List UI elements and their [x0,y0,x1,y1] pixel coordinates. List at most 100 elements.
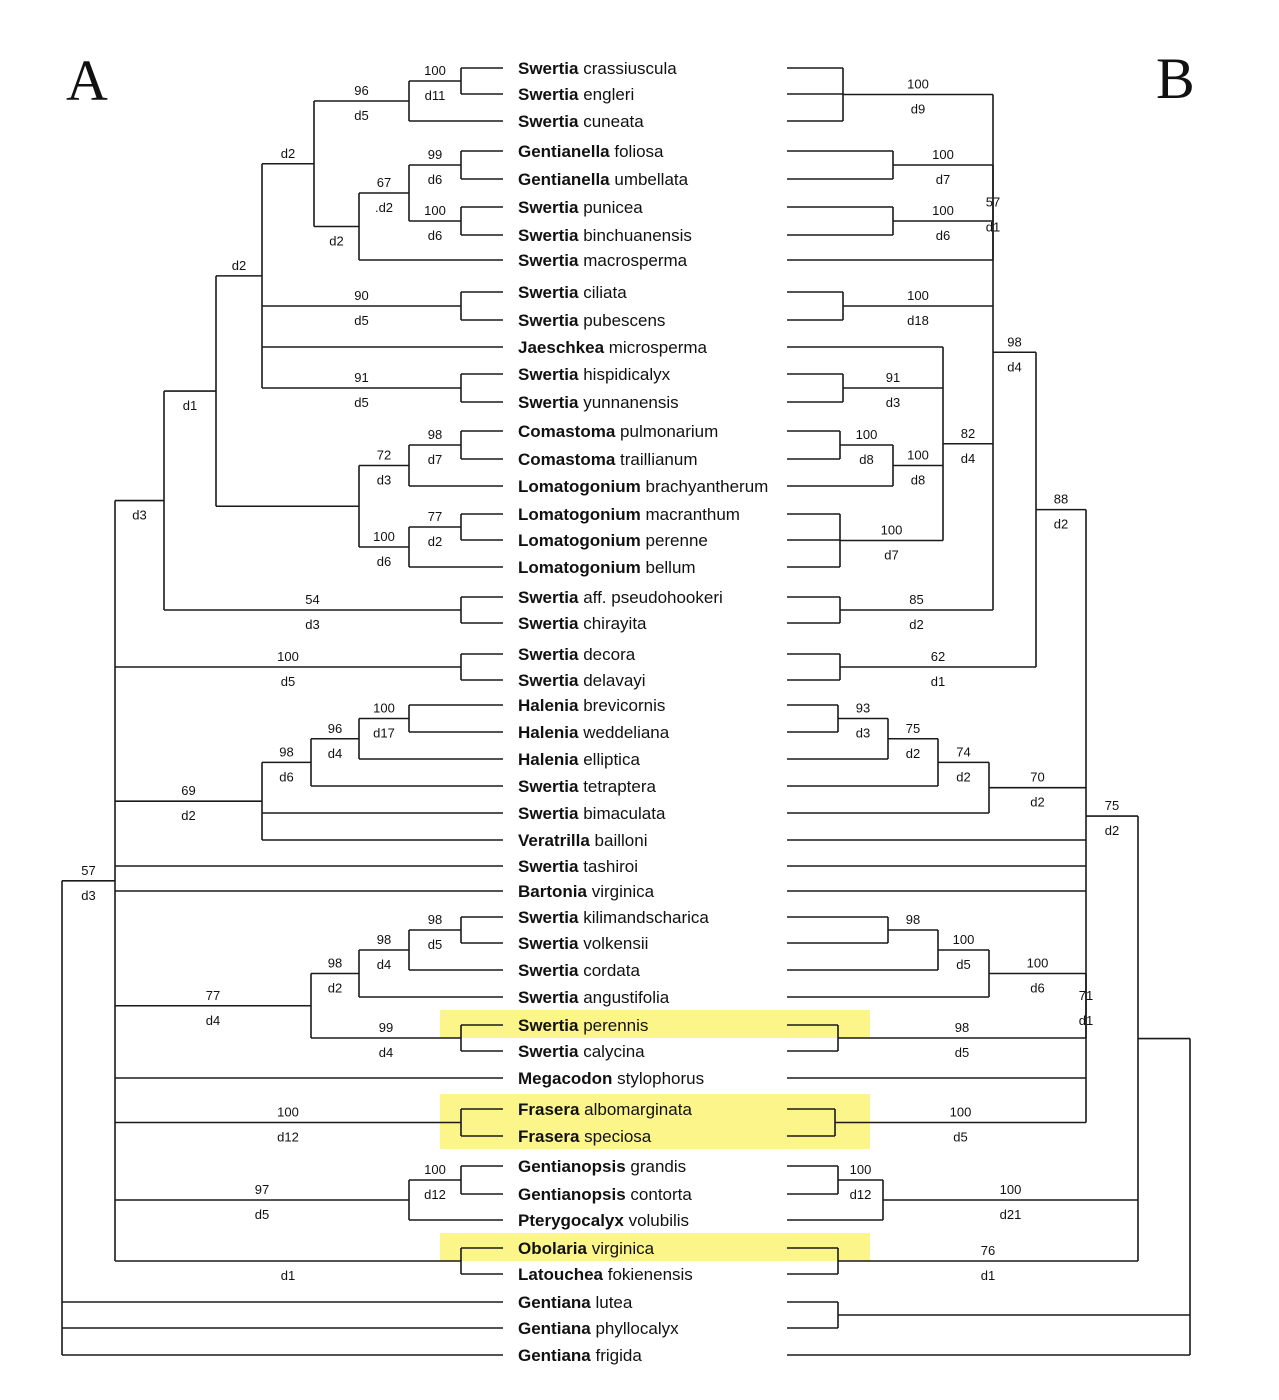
decay-index: d4 [1007,359,1021,374]
decay-index: d11 [425,88,446,103]
decay-index: d2 [909,617,923,632]
taxon-species: kilimandscharica [578,908,709,927]
taxon-species: decora [578,645,635,664]
taxon-species: elliptica [578,750,640,769]
support-value: 100 [907,448,929,463]
taxon-species: phyllocalyx [591,1319,679,1338]
taxon-species: umbellata [610,170,689,189]
taxon-genus: Halenia [518,750,579,769]
taxon-genus: Gentiana [518,1319,591,1338]
taxon-genus: Gentiana [518,1346,591,1365]
taxon-label: Swertia decora [518,645,636,664]
taxon-genus: Bartonia [518,882,588,901]
taxon-species: volkensii [578,934,648,953]
taxon-label: Swertia tetraptera [518,777,657,796]
taxon-species: binchuanensis [578,226,691,245]
taxon-genus: Lomatogonium [518,531,641,550]
decay-index: d5 [255,1207,269,1222]
decay-index: d5 [953,1130,967,1145]
support-value: 62 [931,649,945,664]
taxon-label: Gentiana phyllocalyx [518,1319,679,1338]
decay-index: d2 [906,746,920,761]
taxon-label: Gentianopsis contorta [518,1185,692,1204]
taxon-genus: Swertia [518,804,579,823]
decay-index: d3 [132,508,146,523]
taxon-species: stylophorus [612,1069,704,1088]
support-value: 88 [1054,492,1068,507]
taxon-species: volubilis [624,1211,689,1230]
taxon-genus: Swertia [518,857,579,876]
taxon-label: Swertia engleri [518,85,634,104]
taxon-label: Lomatogonium perenne [518,531,708,550]
decay-index: d5 [354,108,368,123]
decay-index: d4 [377,957,391,972]
taxon-genus: Swertia [518,393,579,412]
taxon-genus: Swertia [518,614,579,633]
decay-index: d7 [428,452,442,467]
taxon-label: Comastoma pulmonarium [518,422,718,441]
taxon-species: yunnanensis [578,393,678,412]
decay-index: d18 [907,313,929,328]
decay-index: d2 [956,769,970,784]
taxon-genus: Gentianopsis [518,1157,626,1176]
support-value: 57 [81,863,95,878]
decay-index: d4 [379,1045,393,1060]
decay-index: d17 [373,726,395,741]
support-value: 100 [953,932,975,947]
support-value: 75 [906,721,920,736]
taxon-genus: Swertia [518,198,579,217]
taxon-label: Swertia macrosperma [518,251,688,270]
taxon-label: Swertia kilimandscharica [518,908,709,927]
taxon-genus: Lomatogonium [518,558,641,577]
taxon-genus: Comastoma [518,422,616,441]
decay-index: d1 [1079,1013,1093,1028]
support-labels: 57d3d3d1d2d296d5100d11d267.d299d6100d690… [81,63,1119,1283]
support-value: 98 [377,932,391,947]
support-value: 71 [1079,988,1093,1003]
taxon-label: Swertia binchuanensis [518,226,692,245]
support-value: 100 [907,77,929,92]
support-value: 100 [881,523,903,538]
decay-index: d6 [428,172,442,187]
taxon-label: Jaeschkea microsperma [518,338,708,357]
taxon-genus: Jaeschkea [518,338,605,357]
decay-index: d5 [956,957,970,972]
support-value: 100 [373,701,395,716]
taxon-species: grandis [626,1157,686,1176]
taxon-species: frigida [591,1346,643,1365]
taxon-genus: Swertia [518,59,579,78]
taxon-label: Latouchea fokienensis [518,1265,693,1284]
decay-index: d2 [1105,823,1119,838]
taxon-genus: Gentianella [518,142,610,161]
support-value: 100 [424,1162,446,1177]
support-value: 69 [181,783,195,798]
taxon-genus: Swertia [518,1016,579,1035]
support-value: 100 [1000,1182,1022,1197]
support-value: 98 [428,912,442,927]
decay-index: d8 [911,473,925,488]
decay-index: d9 [911,102,925,117]
support-value: 100 [373,529,395,544]
taxon-genus: Swertia [518,645,579,664]
taxon-species: brevicornis [578,696,665,715]
support-value: 96 [354,83,368,98]
decay-index: d2 [428,534,442,549]
panel-label-b: B [1156,46,1195,111]
support-value: 67 [377,175,391,190]
taxon-genus: Frasera [518,1100,580,1119]
support-value: 70 [1030,770,1044,785]
taxon-species: brachyantherum [641,477,769,496]
support-value: 75 [1105,798,1119,813]
taxon-label: Frasera speciosa [518,1127,652,1146]
taxon-genus: Swertia [518,226,579,245]
taxon-label: Gentiana frigida [518,1346,642,1365]
support-value: 99 [428,147,442,162]
highlight-layer [440,1010,870,1261]
decay-index: d5 [428,937,442,952]
support-value: 100 [277,649,299,664]
taxon-label: Pterygocalyx volubilis [518,1211,689,1230]
support-value: 100 [424,203,446,218]
taxon-species: cordata [578,961,640,980]
taxon-genus: Swertia [518,961,579,980]
taxon-genus: Swertia [518,1042,579,1061]
